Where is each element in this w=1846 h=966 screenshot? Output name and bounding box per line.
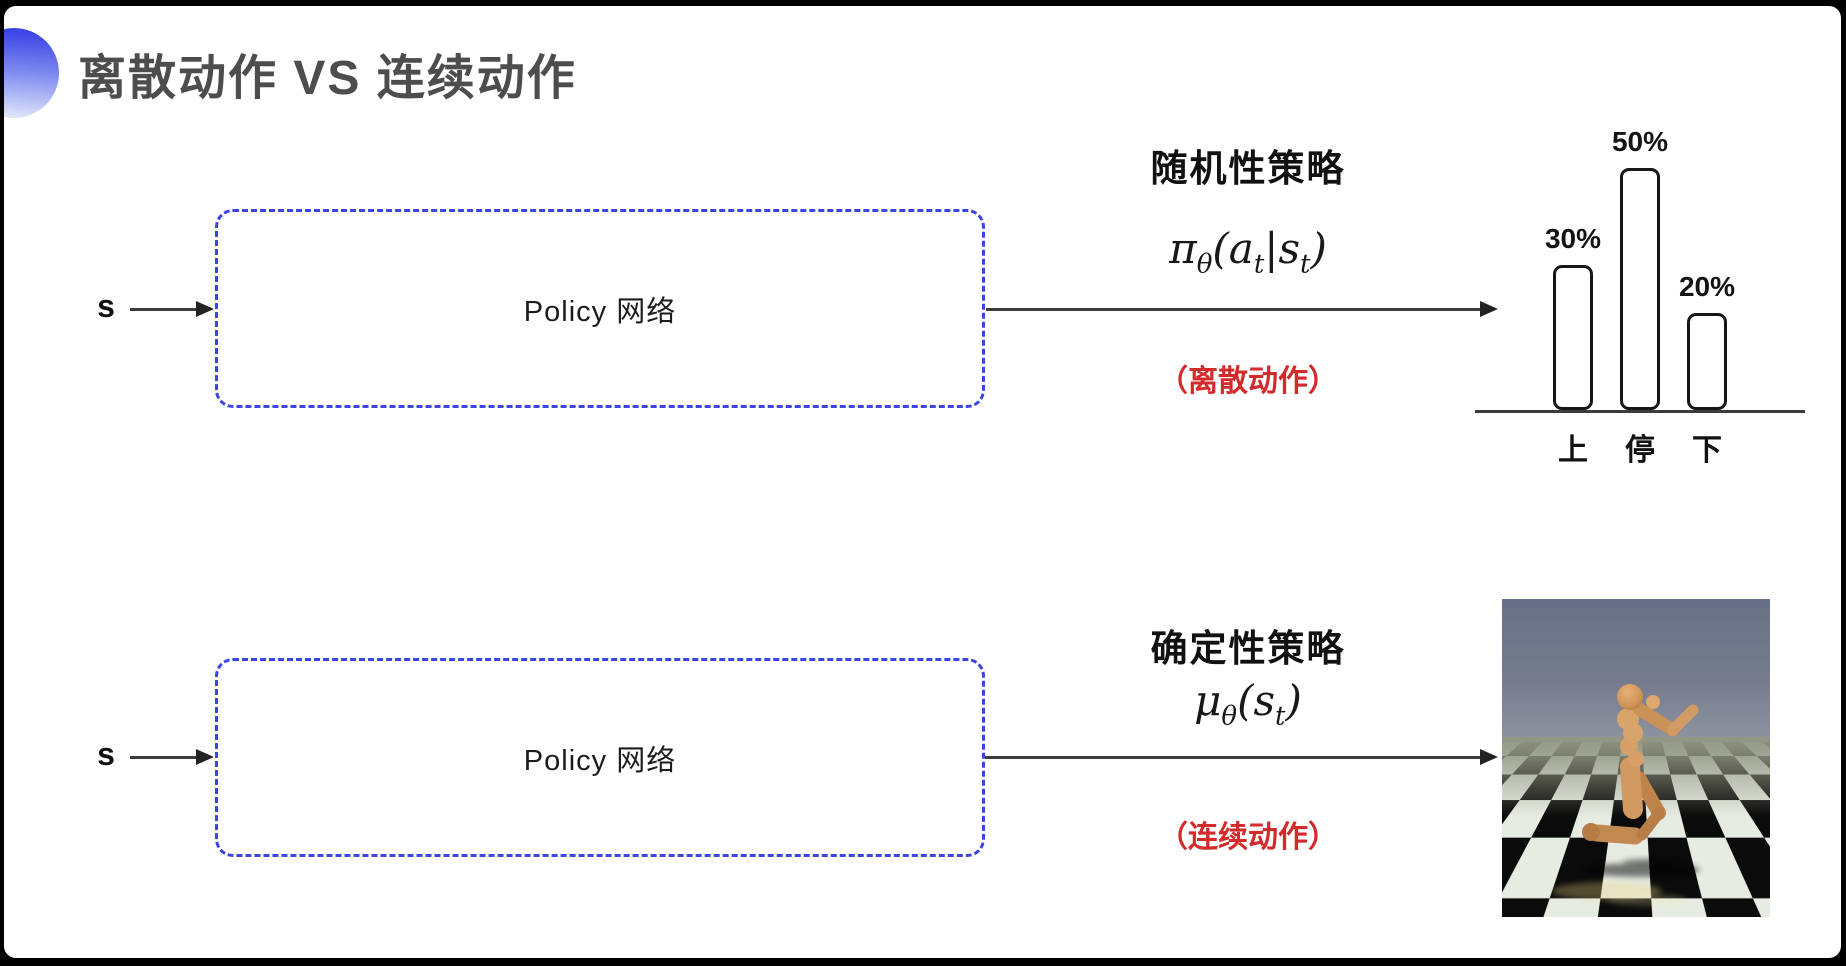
bar-group: 50%	[1612, 126, 1668, 410]
bar-group: 20%	[1679, 271, 1735, 410]
stochastic-policy-heading: 随机性策略	[1150, 148, 1346, 189]
arrow-output-top	[986, 301, 1498, 317]
stochastic-policy-formula: πθ(at|st)	[1169, 224, 1327, 280]
category-label-down: 下	[1692, 434, 1722, 467]
action-probability-chart: 30% 50% 20% 上 停 下	[1475, 100, 1805, 469]
discrete-action-tag: （离散动作）	[1158, 365, 1338, 398]
arrow-input-bottom	[130, 749, 214, 765]
policy-network-box-top: Policy 网络	[215, 209, 985, 408]
bar-value-label: 30%	[1544, 223, 1602, 254]
page-title: 离散动作 VS 连续动作	[78, 52, 577, 105]
arrow-output-bottom	[985, 749, 1498, 765]
bar-value-label: 50%	[1611, 126, 1669, 157]
humanoid-robot-figure	[1552, 684, 1700, 906]
arrow-input-top	[130, 301, 214, 317]
chart-category-axis: 上 停 下	[1475, 425, 1805, 469]
deterministic-policy-formula: μθ(st)	[1194, 676, 1302, 732]
state-input-top: s	[97, 288, 115, 324]
deterministic-policy-heading: 确定性策略	[1150, 628, 1346, 669]
bar-up	[1553, 265, 1593, 410]
policy-network-box-bottom: Policy 网络	[215, 658, 985, 857]
continuous-action-tag: （连续动作）	[1158, 821, 1338, 854]
bar-group: 30%	[1545, 223, 1601, 410]
bar-down	[1687, 313, 1727, 410]
policy-network-label-top: Policy 网络	[523, 295, 677, 328]
title-bullet-icon	[4, 28, 59, 118]
chart-plot-area: 30% 50% 20%	[1475, 100, 1805, 413]
bar-stop	[1620, 168, 1660, 410]
humanoid-simulation-image	[1502, 599, 1770, 917]
policy-network-label-bottom: Policy 网络	[523, 744, 677, 777]
state-input-bottom: s	[97, 736, 115, 772]
category-label-up: 上	[1558, 434, 1588, 467]
bar-value-label: 20%	[1678, 271, 1736, 302]
category-label-stop: 停	[1625, 434, 1655, 467]
